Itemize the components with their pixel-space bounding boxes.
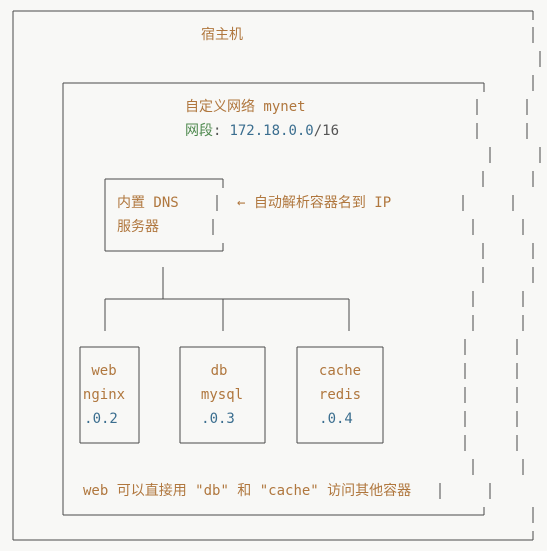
host-title: 宿主机	[201, 26, 243, 43]
container-db-ip: .0.3	[201, 411, 235, 427]
network-subnet: 网段:172.18.0.0/16	[185, 123, 339, 139]
container-cache-ip: .0.4	[319, 411, 353, 427]
container-cache-name: cache	[319, 363, 361, 379]
footer-note: web 可以直接用 "db" 和 "cache" 访问其他容器	[83, 482, 411, 499]
subnet-value: 172.18.0.0	[229, 123, 313, 139]
footer-db-name: "db"	[195, 483, 229, 499]
container-box-db	[179, 346, 266, 444]
host-box	[12, 10, 541, 541]
dns-label-line1: 内置 DNS	[117, 195, 179, 211]
footer-cache-name: "cache"	[260, 483, 319, 499]
network-box	[62, 82, 491, 516]
container-box-web	[79, 346, 140, 444]
dns-box	[104, 178, 224, 252]
container-web-ip: .0.2	[84, 411, 118, 427]
container-db-image: mysql	[201, 387, 243, 403]
dns-note: ← 自动解析容器名到 IP	[237, 194, 391, 211]
container-db-name: db	[211, 363, 228, 379]
container-box-cache	[296, 346, 384, 444]
container-web-image: nginx	[83, 387, 125, 403]
container-cache-image: redis	[319, 387, 361, 403]
dns-label-line2: 服务器	[117, 219, 159, 235]
connector-tree	[104, 267, 350, 331]
network-title: 自定义网络 mynet	[185, 99, 306, 115]
container-web-name: web	[91, 363, 116, 379]
subnet-label: 网段	[185, 123, 213, 139]
